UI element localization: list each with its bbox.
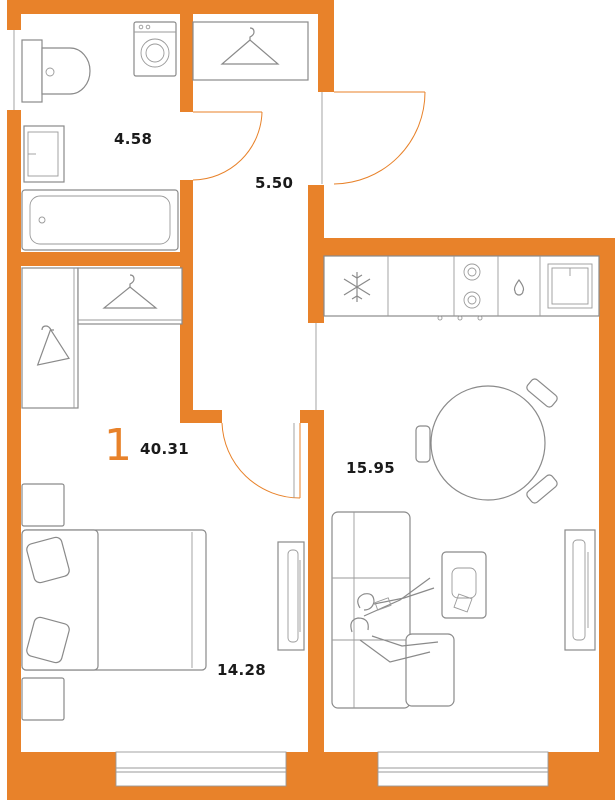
washing-machine-icon: [133, 21, 177, 77]
hanger-icon: [36, 325, 70, 366]
hanger-icon: [220, 27, 280, 65]
snowflake-icon: [343, 272, 371, 302]
hanger-icon: [102, 274, 158, 309]
sofa-area: [331, 511, 596, 709]
dining-set: [415, 378, 558, 504]
kitchen-furniture: [323, 255, 600, 321]
water-drop-icon: [513, 278, 525, 296]
bathroom-fixtures: [21, 21, 179, 251]
kitchen-area-label: 15.95: [346, 459, 395, 477]
room-count: 1: [104, 420, 132, 471]
windows: [7, 30, 549, 787]
bedroom-area-label: 14.28: [217, 661, 266, 679]
bedroom-furniture: [21, 267, 305, 721]
walls: [7, 0, 615, 800]
total-area-label: 40.31: [140, 440, 189, 458]
hallway-area-label: 5.50: [255, 174, 294, 192]
doors: [192, 91, 426, 499]
hall-wardrobe: [192, 21, 309, 81]
bathroom-area-label: 4.58: [114, 130, 153, 148]
